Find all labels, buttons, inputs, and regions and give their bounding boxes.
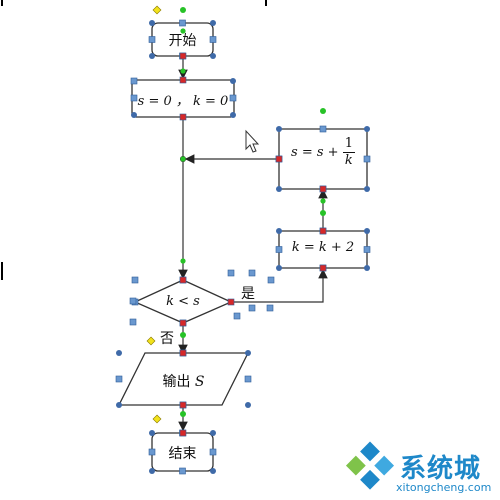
resize-handle[interactable]	[275, 155, 283, 163]
resize-handle[interactable]	[179, 429, 187, 437]
resize-handle[interactable]	[149, 430, 155, 436]
output-node[interactable]	[117, 352, 250, 406]
resize-handle[interactable]	[319, 185, 327, 193]
resize-handle[interactable]	[149, 20, 155, 26]
resize-handle[interactable]	[244, 375, 252, 383]
resize-handle[interactable]	[179, 349, 187, 357]
resize-handle[interactable]	[180, 411, 186, 417]
resize-handle[interactable]	[227, 298, 235, 306]
resize-handle[interactable]	[229, 94, 237, 102]
resize-handle[interactable]	[320, 210, 326, 216]
resize-handle[interactable]	[179, 401, 187, 409]
output-variable: S	[194, 374, 205, 390]
resize-handle[interactable]	[320, 108, 326, 114]
resize-handle[interactable]	[130, 94, 138, 102]
resize-handle[interactable]	[364, 265, 370, 271]
update-s-lhs: s = s +	[291, 145, 339, 160]
resize-handle[interactable]	[180, 7, 186, 13]
watermark-url: xitongcheng.com	[396, 481, 492, 494]
update-k-label: k = k + 2	[291, 240, 355, 255]
resize-handle[interactable]	[230, 112, 236, 118]
no-label: 否	[160, 331, 174, 347]
resize-handle[interactable]	[209, 36, 217, 43]
resize-handle[interactable]	[148, 448, 156, 456]
resize-handle[interactable]	[180, 332, 186, 338]
resize-handle[interactable]	[116, 402, 122, 408]
resize-handle[interactable]	[179, 319, 187, 327]
update-s-denominator: k	[344, 153, 353, 168]
resize-handle[interactable]	[180, 68, 186, 74]
condition-label: k < s	[166, 294, 200, 309]
resize-handle[interactable]	[179, 467, 186, 475]
resize-handle[interactable]	[129, 318, 137, 326]
adjust-handle[interactable]	[152, 414, 162, 424]
output-prefix: 输出	[162, 374, 191, 390]
mouse-cursor-icon	[245, 129, 260, 153]
selection-handles	[115, 5, 371, 475]
watermark-logo-icon	[345, 441, 395, 490]
resize-handle[interactable]	[116, 350, 122, 356]
resize-handle[interactable]	[276, 265, 282, 271]
resize-handle[interactable]	[319, 227, 327, 235]
resize-handle[interactable]	[363, 246, 371, 253]
resize-handle[interactable]	[179, 19, 186, 27]
resize-handle[interactable]	[210, 468, 216, 474]
resize-handle[interactable]	[248, 304, 256, 312]
update-s-fraction: 1 k	[342, 136, 355, 169]
init-label: s = 0 ， k = 0	[137, 94, 229, 109]
resize-handle[interactable]	[149, 468, 155, 474]
resize-handle[interactable]	[180, 156, 186, 162]
resize-handle[interactable]	[210, 20, 216, 26]
resize-handle[interactable]	[115, 375, 123, 383]
resize-handle[interactable]	[364, 186, 370, 192]
adjust-handle[interactable]	[146, 336, 156, 346]
resize-handle[interactable]	[180, 28, 186, 34]
resize-handle[interactable]	[180, 258, 186, 264]
resize-handle[interactable]	[179, 113, 187, 121]
resize-handle[interactable]	[275, 246, 283, 253]
resize-handle[interactable]	[209, 448, 217, 456]
resize-handle[interactable]	[248, 269, 256, 277]
resize-handle[interactable]	[364, 126, 370, 132]
update-s-label: s = s + 1 k	[279, 136, 367, 169]
resize-handle[interactable]	[131, 112, 137, 118]
resize-handle[interactable]	[179, 276, 187, 284]
output-label: 输出 S	[119, 371, 248, 391]
resize-handle[interactable]	[363, 155, 371, 163]
connectors	[178, 56, 328, 432]
start-label: 开始	[168, 33, 197, 49]
edge-yes-to-update-k	[231, 268, 328, 303]
resize-handle[interactable]	[179, 52, 187, 60]
resize-handle[interactable]	[266, 304, 274, 312]
resize-handle[interactable]	[319, 264, 327, 272]
watermark-brand: 系统城	[400, 454, 482, 484]
resize-handle[interactable]	[148, 36, 156, 43]
resize-handle[interactable]	[276, 126, 282, 132]
resize-handle[interactable]	[210, 430, 216, 436]
resize-handle[interactable]	[267, 276, 275, 284]
adjust-handle[interactable]	[152, 5, 162, 15]
resize-handle[interactable]	[233, 312, 241, 320]
resize-handle[interactable]	[131, 276, 139, 284]
end-label: 结束	[168, 446, 197, 462]
resize-handle[interactable]	[245, 402, 251, 408]
resize-handle[interactable]	[179, 76, 187, 84]
resize-handle[interactable]	[276, 228, 282, 234]
resize-handle[interactable]	[245, 350, 251, 356]
resize-handle[interactable]	[230, 78, 236, 84]
resize-handle[interactable]	[276, 186, 282, 192]
resize-handle[interactable]	[364, 228, 370, 234]
resize-handle[interactable]	[149, 53, 155, 59]
resize-handle[interactable]	[227, 269, 235, 277]
update-s-numerator: 1	[342, 136, 355, 153]
resize-handle[interactable]	[320, 198, 326, 204]
resize-handle[interactable]	[130, 77, 138, 85]
resize-handle[interactable]	[319, 125, 327, 133]
resize-handle[interactable]	[129, 297, 137, 305]
yes-label: 是	[241, 286, 255, 302]
resize-handle[interactable]	[210, 53, 216, 59]
